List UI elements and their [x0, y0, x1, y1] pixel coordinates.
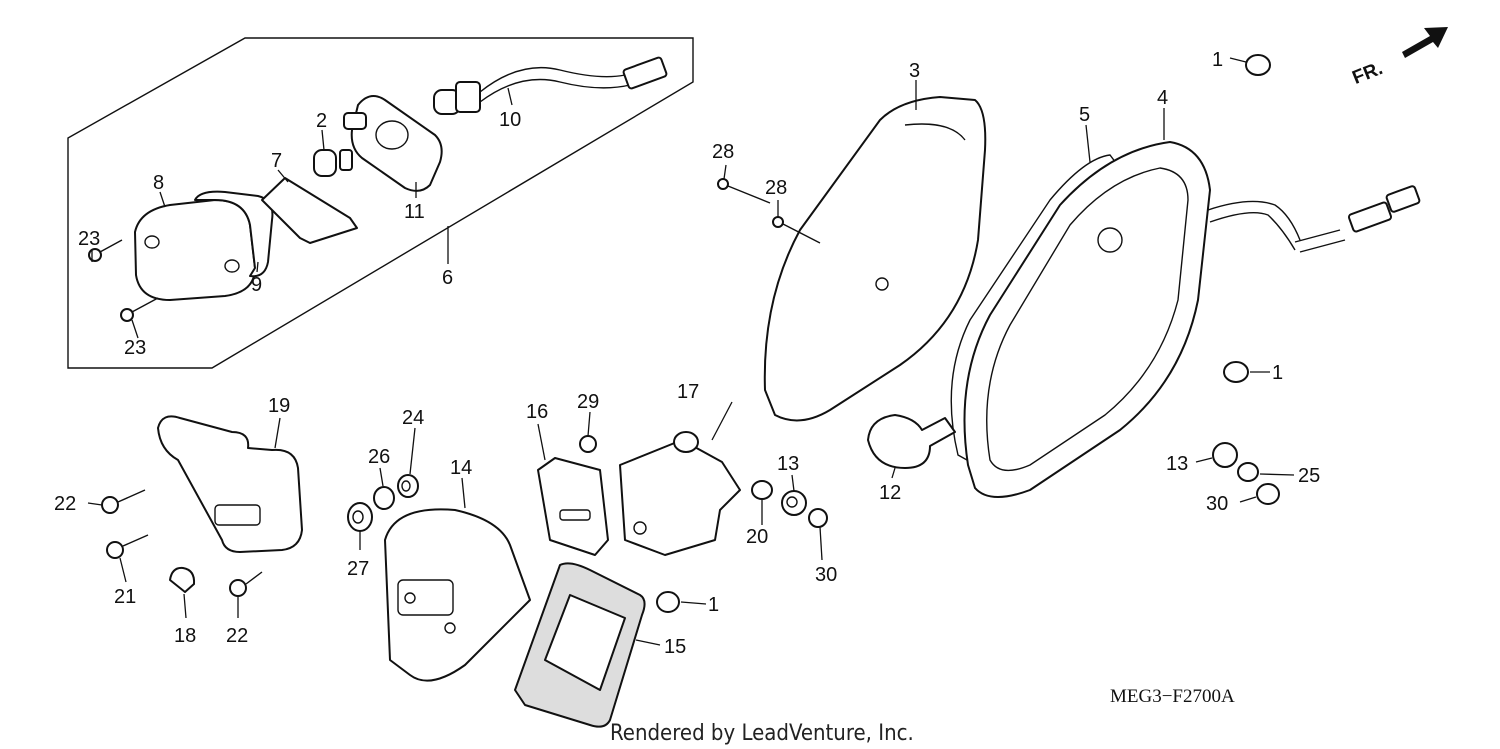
part-21-bolt: [106, 534, 149, 559]
part-11-socket-plate: [343, 95, 443, 192]
callout-8: 8: [153, 172, 164, 194]
callout-9: 9: [251, 274, 262, 296]
front-arrow-icon: [1402, 27, 1448, 58]
callout-18: 18: [174, 625, 196, 647]
callout-labels: 1 1 1 2 3 4 5 6 7 8 9 10 11 12 13 13 14 …: [54, 49, 1320, 658]
part-10-socket-harness: [433, 56, 668, 115]
part-18-cap: [169, 566, 196, 593]
callout-5: 5: [1079, 104, 1090, 126]
part-26-collar: [373, 486, 395, 510]
callout-23-bottom: 23: [124, 337, 146, 359]
callout-13-right: 13: [1166, 453, 1188, 475]
part-9-gasket: [194, 190, 274, 278]
callout-19: 19: [268, 395, 290, 417]
part-25-collar: [1237, 462, 1259, 482]
callout-11: 11: [404, 201, 425, 223]
callout-25: 25: [1298, 465, 1320, 487]
callout-27: 27: [347, 558, 369, 580]
callout-10: 10: [499, 109, 521, 131]
part-7-reflector: [261, 177, 358, 244]
part-3-tail-lens: [763, 96, 987, 422]
callout-30-left: 30: [815, 564, 837, 586]
callout-23-top: 23: [78, 228, 100, 250]
callout-17: 17: [677, 381, 699, 403]
callout-22-bottom: 22: [226, 625, 248, 647]
render-credit: Rendered by LeadVenture, Inc.: [610, 721, 914, 746]
callout-21: 21: [114, 586, 136, 608]
part-17-holder: [619, 431, 741, 556]
part-16-bracket: [537, 457, 609, 556]
callout-14: 14: [450, 457, 472, 479]
part-1-nut-right: [1223, 361, 1249, 383]
part-28-screws: [717, 178, 821, 244]
callout-7: 7: [271, 150, 282, 172]
part-12-tail-bulb: [867, 414, 956, 469]
callout-26: 26: [368, 446, 390, 468]
part-22-bolt-b: [229, 571, 263, 597]
callout-6: 6: [442, 267, 453, 289]
leader-lines: [87, 57, 1295, 646]
callout-15: 15: [664, 636, 686, 658]
callout-1-top: 1: [1212, 49, 1223, 71]
part-27-collar: [347, 502, 373, 532]
part-30-nut-b: [1256, 483, 1280, 505]
part-29-nut: [579, 435, 597, 453]
part-1-nut-top: [1245, 54, 1271, 76]
callout-1-right: 1: [1272, 362, 1283, 384]
part-15-gasket: [514, 562, 646, 728]
part-30-nut-a: [808, 508, 828, 528]
part-20-washer: [751, 480, 773, 500]
part-13-grommet-b: [1212, 442, 1238, 468]
callout-1-bottom: 1: [708, 594, 719, 616]
part-13-grommet-a: [781, 490, 807, 516]
front-indicator-label: FR.: [1350, 58, 1386, 89]
part-2-bulb: [313, 149, 353, 177]
callout-20: 20: [746, 526, 768, 548]
callout-29: 29: [577, 391, 599, 413]
callout-2: 2: [316, 110, 327, 132]
part-4-tail-housing: [963, 141, 1421, 498]
callout-30-right: 30: [1206, 493, 1228, 515]
part-19-bracket: [157, 415, 303, 553]
callout-12: 12: [879, 482, 901, 504]
callout-16: 16: [526, 401, 548, 423]
subassembly-outline: [67, 37, 694, 369]
callout-3: 3: [909, 60, 920, 82]
callout-28-right: 28: [765, 177, 787, 199]
part-14-cover: [384, 508, 531, 682]
part-24-nut: [397, 474, 419, 498]
part-8-license-lens: [134, 199, 256, 301]
diagram-code: MEG3−F2700A: [1110, 686, 1235, 707]
callout-13-left: 13: [777, 453, 799, 475]
part-1-nut-bottom: [656, 591, 680, 613]
callout-22-left: 22: [54, 493, 76, 515]
callout-4: 4: [1157, 87, 1168, 109]
callout-24: 24: [402, 407, 424, 429]
part-22-bolt-a: [101, 489, 146, 514]
callout-28-left: 28: [712, 141, 734, 163]
